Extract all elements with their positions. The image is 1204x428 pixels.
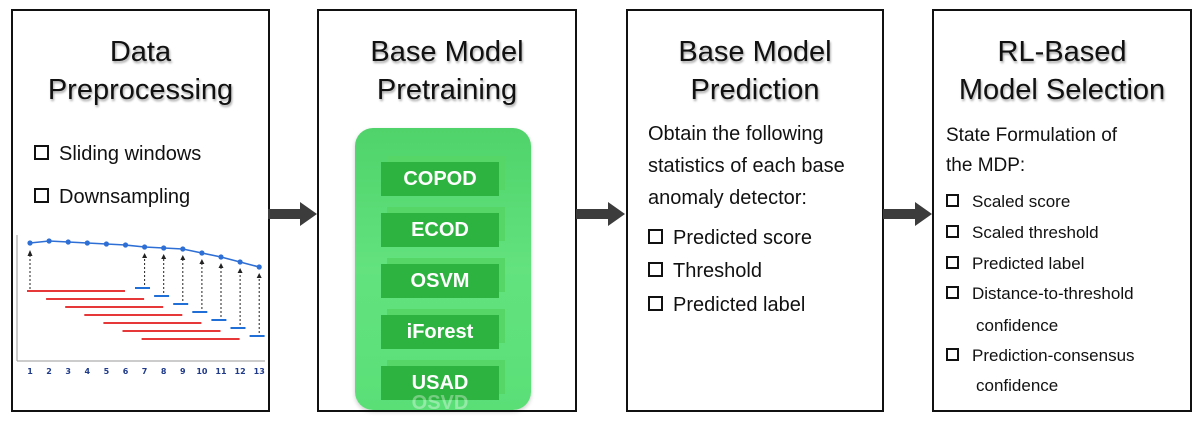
preprocessing-item-sliding-windows: Sliding windows bbox=[34, 143, 201, 166]
time-series-point bbox=[103, 241, 109, 247]
prediction-title-line1: Base Model bbox=[678, 36, 832, 68]
prediction-item-predicted-label: Predicted label bbox=[648, 294, 805, 317]
target-arrow-head bbox=[218, 263, 224, 268]
time-series-point bbox=[199, 250, 205, 256]
x-tick-label: 10 bbox=[196, 367, 208, 376]
base-model-prediction-panel: Base Model Prediction Obtain the followi… bbox=[626, 9, 884, 412]
arrow-right-icon bbox=[883, 202, 932, 226]
selection-item-scaled-score: Scaled score bbox=[946, 192, 1070, 212]
checkbox-icon bbox=[34, 188, 49, 204]
time-series-point bbox=[122, 242, 129, 248]
x-tick-label: 1 bbox=[27, 367, 33, 376]
x-tick-label: 6 bbox=[123, 367, 129, 376]
target-arrow-head bbox=[237, 268, 243, 273]
checkbox-icon bbox=[648, 229, 663, 245]
time-series-point bbox=[142, 244, 148, 250]
target-arrow-head bbox=[199, 259, 205, 264]
x-tick-label: 5 bbox=[104, 367, 110, 376]
target-arrow-head bbox=[161, 254, 167, 259]
time-series-point bbox=[256, 264, 262, 270]
x-tick-label: 7 bbox=[142, 367, 148, 376]
checkbox-icon bbox=[946, 194, 959, 208]
x-tick-label: 3 bbox=[65, 367, 71, 376]
data-preprocessing-panel: Data Preprocessing Sliding windows Downs… bbox=[11, 9, 270, 412]
x-tick-label: 8 bbox=[161, 367, 167, 376]
prediction-description: Obtain the following statistics of each … bbox=[648, 123, 845, 209]
checkbox-icon bbox=[946, 348, 959, 362]
prediction-item-predicted-score: Predicted score bbox=[648, 227, 812, 250]
model-block-iforest: iForest bbox=[381, 315, 499, 349]
selection-title-line1: RL-Based bbox=[997, 36, 1127, 68]
time-series-point bbox=[84, 240, 90, 246]
x-tick-label: 12 bbox=[235, 367, 246, 376]
target-arrow-head bbox=[142, 253, 148, 258]
selection-title: RL-Based Model Selection bbox=[934, 33, 1190, 109]
rl-model-selection-panel: RL-Based Model Selection State Formulati… bbox=[932, 9, 1192, 412]
model-block-osvm: OSVM bbox=[381, 264, 499, 298]
selection-item-distance-confidence-cont: confidence bbox=[976, 316, 1059, 335]
prediction-item-threshold: Threshold bbox=[648, 260, 762, 283]
model-block-copod: COPOD bbox=[381, 162, 499, 196]
checkbox-icon bbox=[946, 286, 959, 300]
x-tick-label: 11 bbox=[215, 367, 227, 376]
time-series-point bbox=[46, 238, 52, 244]
checkbox-icon bbox=[648, 262, 663, 278]
x-tick-label: 9 bbox=[180, 367, 186, 376]
checkbox-icon bbox=[946, 256, 959, 270]
time-series-point bbox=[180, 246, 186, 252]
model-block-ecod: ECOD bbox=[381, 213, 499, 247]
time-series-point bbox=[27, 240, 33, 246]
selection-item-distance-confidence: Distance-to-threshold bbox=[946, 284, 1134, 304]
checkbox-icon bbox=[34, 145, 49, 161]
pretraining-title-line2: Pretraining bbox=[376, 74, 518, 106]
preprocessing-title-line1: Data bbox=[109, 36, 172, 68]
checkbox-icon bbox=[648, 296, 663, 312]
arrow-right-icon bbox=[268, 202, 317, 226]
model-block-usad: USAD bbox=[381, 366, 499, 400]
base-model-pretraining-panel: Base Model Pretraining COPOD ECOD OSVM i… bbox=[317, 9, 577, 412]
preprocessing-title: Data Preprocessing bbox=[13, 33, 268, 109]
preprocessing-item-downsampling: Downsampling bbox=[34, 186, 190, 209]
selection-description: State Formulation of the MDP: bbox=[946, 125, 1118, 176]
time-series-point bbox=[218, 254, 224, 260]
prediction-title: Base Model Prediction bbox=[628, 33, 882, 109]
pretraining-title-line1: Base Model bbox=[370, 36, 524, 68]
selection-item-predicted-label: Predicted label bbox=[946, 254, 1084, 274]
pretraining-title: Base Model Pretraining bbox=[319, 33, 575, 109]
preprocessing-title-line2: Preprocessing bbox=[47, 74, 234, 106]
x-tick-label: 2 bbox=[46, 367, 52, 376]
selection-item-scaled-threshold: Scaled threshold bbox=[946, 223, 1099, 243]
target-arrow-head bbox=[256, 273, 262, 278]
model-block-reflection: OSVD bbox=[411, 392, 469, 410]
x-tick-label: 4 bbox=[85, 367, 91, 376]
time-series-point bbox=[161, 245, 167, 251]
time-series-point bbox=[237, 259, 243, 265]
time-series-point bbox=[65, 239, 71, 245]
x-tick-label: 13 bbox=[254, 367, 265, 376]
selection-title-line2: Model Selection bbox=[958, 74, 1166, 106]
prediction-title-line2: Prediction bbox=[690, 74, 820, 106]
target-arrow-head bbox=[180, 255, 186, 260]
checkbox-icon bbox=[946, 225, 959, 239]
arrow-right-icon bbox=[576, 202, 625, 226]
model-stack: COPOD ECOD OSVM iForest USAD OSVD bbox=[355, 128, 531, 410]
selection-item-consensus-confidence-cont: confidence bbox=[976, 376, 1059, 395]
selection-item-consensus-confidence: Prediction-consensus bbox=[946, 346, 1135, 366]
first-arrow-head bbox=[27, 250, 33, 256]
